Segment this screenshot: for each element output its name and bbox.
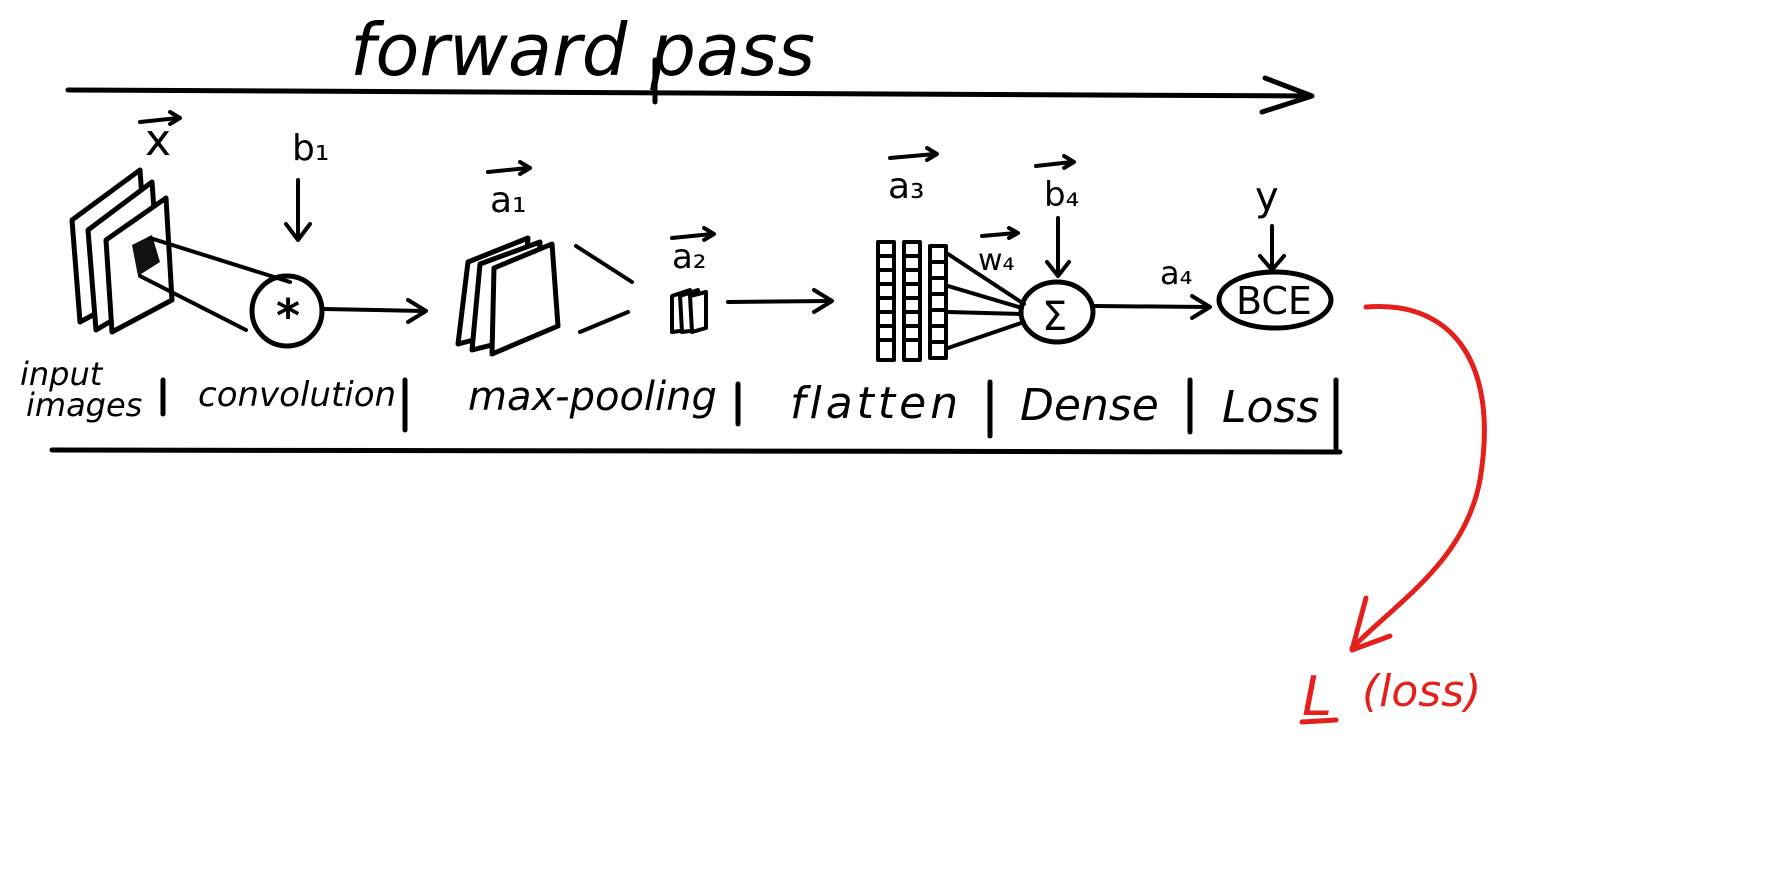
svg-text:x: x: [145, 115, 171, 166]
stage-max-pooling: max-pooling: [468, 374, 717, 420]
svg-text:(loss): (loss): [1362, 666, 1481, 717]
weights-w4: w₄: [978, 226, 1020, 278]
target-y: y: [1255, 174, 1286, 272]
sum-node: Σ: [1018, 279, 1096, 345]
stage-flatten: flatten: [790, 378, 962, 429]
stage-dividers: [160, 377, 1339, 451]
svg-text:L: L: [1302, 665, 1332, 728]
convolution-node: *: [249, 273, 325, 349]
forward-direction-arrow: [65, 57, 1315, 115]
arrow-conv-to-a1: [322, 298, 428, 324]
bias-b4: b₄: [1034, 154, 1079, 278]
activation-a4: a₄: [1160, 254, 1192, 292]
stage-convolution: convolution: [198, 375, 396, 415]
pooled-maps-a2: [670, 288, 708, 334]
svg-text:b₁: b₁: [292, 128, 329, 169]
arrow-a2-to-flatten: [726, 288, 834, 314]
svg-text:a₃: a₃: [888, 166, 925, 207]
svg-text:BCE: BCE: [1236, 279, 1312, 323]
arrow-dense-to-loss: [1092, 294, 1212, 320]
svg-text:*: *: [276, 289, 300, 343]
input-vector-x: x: [138, 110, 182, 166]
vector-a2-label: a₂: [670, 226, 716, 277]
stage-dense: Dense: [1020, 380, 1159, 431]
flattened-vector-a3: [876, 240, 948, 362]
vector-a3-label: a₃: [888, 146, 939, 207]
vector-a1-label: a₁: [486, 160, 532, 221]
loss-output-arrow: [1349, 303, 1487, 653]
input-images-stack: [69, 167, 292, 335]
dense-connections: [946, 252, 1026, 350]
bias-b1: b₁: [284, 128, 329, 242]
stage-input-images-line2: images: [26, 386, 142, 424]
bottom-rule: [49, 447, 1343, 455]
loss-output-label: L (loss): [1299, 665, 1481, 728]
feature-maps-a1: [455, 235, 634, 357]
svg-text:a₁: a₁: [490, 180, 527, 221]
forward-pass-title: forward pass: [350, 8, 815, 92]
stage-loss: Loss: [1222, 382, 1319, 433]
svg-text:b₄: b₄: [1044, 175, 1079, 215]
svg-text:Σ: Σ: [1042, 294, 1067, 340]
stage-labels: input images convolution max-pooling fla…: [20, 355, 1319, 433]
svg-text:a₂: a₂: [672, 237, 706, 277]
svg-text:y: y: [1255, 174, 1279, 220]
stage-input-images-line1: input: [20, 355, 104, 393]
svg-text:w₄: w₄: [978, 243, 1015, 278]
bce-loss-node: BCE: [1216, 269, 1334, 331]
